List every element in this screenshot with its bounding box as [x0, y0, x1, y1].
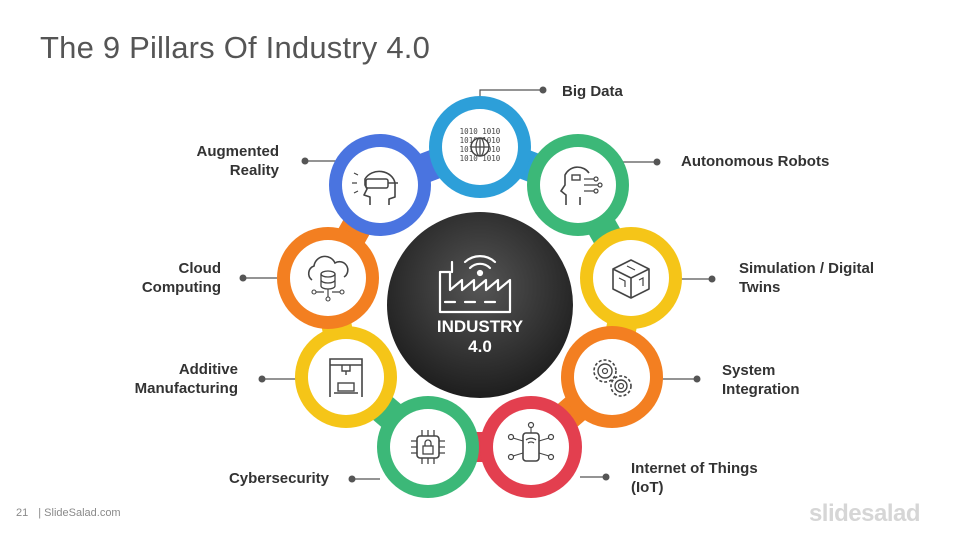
- center-title-line2: 4.0: [468, 337, 492, 356]
- brand-logo: slidesalad: [808, 500, 921, 527]
- label-iot: Internet of Things (IoT): [631, 460, 758, 496]
- pillar-node-5: [480, 396, 582, 498]
- pillar-node-6: [377, 396, 479, 498]
- slide-title: The 9 Pillars Of Industry 4.0: [40, 30, 431, 65]
- pillar-node-2: [527, 134, 629, 236]
- leader-4: [662, 375, 701, 383]
- leader-3: [680, 275, 716, 283]
- label-big-data: Big Data: [562, 83, 623, 100]
- label-autonomous-robots: Autonomous Robots: [681, 153, 830, 170]
- vr-headset-icon: [352, 170, 398, 205]
- label-augmented-reality: Augmented Reality: [196, 143, 280, 179]
- circuit-cube-icon: [612, 259, 650, 299]
- chip-lock-icon: [411, 430, 445, 464]
- label-additive-manufacturing: Additive Manufacturing: [134, 361, 238, 397]
- pillar-node-7: [295, 326, 397, 428]
- phone-network-icon: [507, 421, 555, 462]
- leader-6: [348, 475, 380, 483]
- gears-icon: [593, 359, 632, 397]
- leader-8: [239, 274, 277, 282]
- leader-5: [580, 473, 610, 481]
- label-cloud-computing: Cloud Computing: [141, 260, 221, 296]
- robot-head-icon: [559, 166, 603, 205]
- svg-text:1010 1010: 1010 1010: [460, 154, 501, 163]
- pillar-node-3: [580, 227, 682, 329]
- label-cybersecurity: Cybersecurity: [228, 470, 329, 487]
- factory-wifi-icon: [438, 255, 512, 314]
- cloud-database-icon: [307, 255, 349, 302]
- footer-site: | SlideSalad.com: [38, 507, 121, 519]
- leader-7: [258, 375, 296, 383]
- pillar-node-4: [561, 326, 663, 428]
- svg-text:1010 1010: 1010 1010: [460, 127, 501, 136]
- label-system-integration: System Integration: [722, 362, 800, 398]
- footer: 21 | SlideSalad.com: [16, 507, 121, 519]
- leader-2: [618, 158, 661, 166]
- pillar-node-8: [277, 227, 379, 329]
- center-hub: INDUSTRY 4.0: [387, 212, 573, 398]
- label-simulation-digital-twins: Simulation / Digital Twins: [739, 260, 875, 296]
- center-title-line1: INDUSTRY: [437, 317, 524, 336]
- pillar-node-9: [329, 134, 431, 236]
- page-number: 21: [16, 507, 29, 519]
- 3d-printer-icon: [329, 358, 363, 397]
